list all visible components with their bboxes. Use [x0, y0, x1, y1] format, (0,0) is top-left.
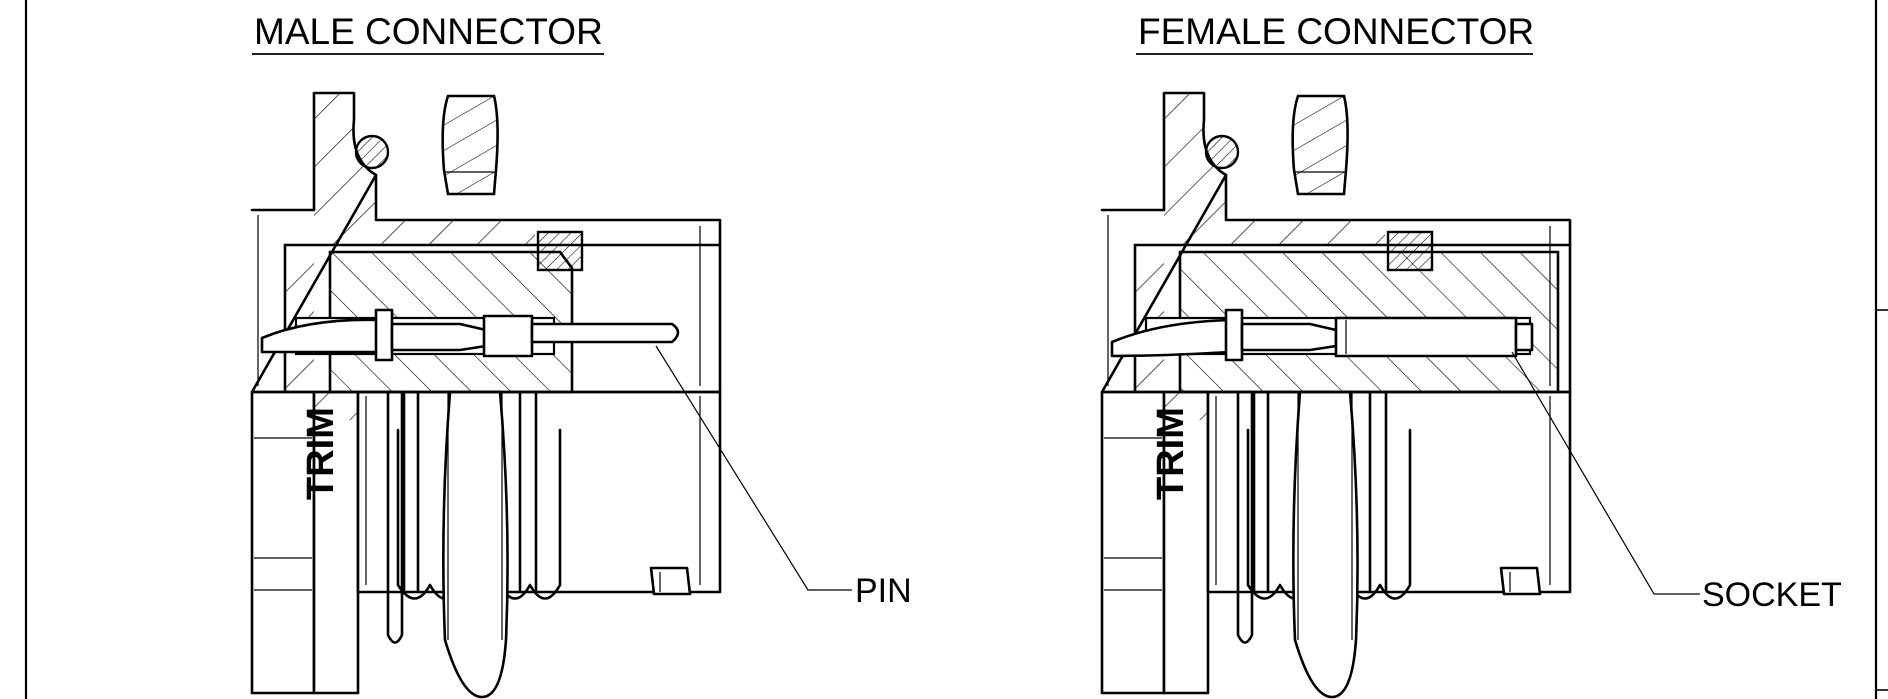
- female-trim-label: TRIM: [1150, 407, 1192, 500]
- male-trim-label: TRIM: [300, 407, 342, 500]
- female-socket: [1334, 316, 1518, 358]
- male-pin: [530, 322, 680, 344]
- pin-leader: [655, 345, 852, 591]
- male-connector-title: MALE CONNECTOR: [254, 11, 603, 52]
- male-housing-section: [250, 91, 722, 699]
- male-connector: MALE CONNECTOR PIN TRIM: [250, 11, 912, 699]
- pin-label: PIN: [855, 572, 912, 610]
- female-connector: FEMALE CONNECTOR SOCKET TRIM: [1100, 11, 1842, 699]
- female-housing-section: [1100, 91, 1572, 699]
- female-connector-title: FEMALE CONNECTOR: [1138, 11, 1534, 52]
- socket-label: SOCKET: [1702, 576, 1842, 614]
- socket-leader: [1511, 351, 1700, 595]
